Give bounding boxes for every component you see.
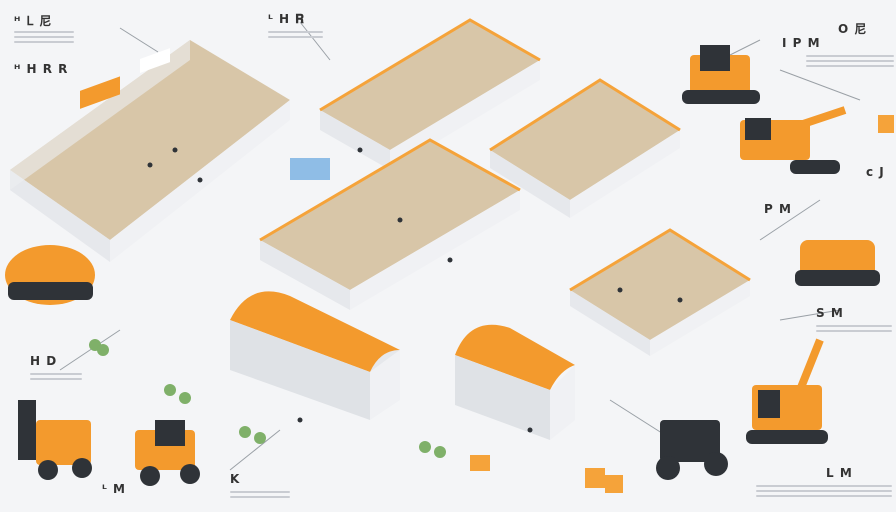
loader-right: [795, 240, 880, 286]
excavator-top-right: [682, 45, 760, 104]
label-top-left-sub: ᴴ 𝗛 𝗥 R: [14, 62, 69, 76]
label-left-mid-lines: [30, 370, 82, 383]
label-bottom-left: ᴸ M: [102, 482, 126, 496]
label-bottom-right: L M: [826, 466, 853, 480]
label-right-mid-lines: [816, 322, 892, 335]
label-right-mid-3: S M: [816, 306, 844, 320]
label-top-left-title: ᴴ 𝖫 尼: [14, 14, 53, 28]
excavator-bottom-right: [746, 338, 828, 444]
right-mid-building: [569, 228, 751, 356]
excavator-right: [740, 106, 847, 174]
label-top-right: O 尼: [838, 22, 868, 36]
label-top-center-lines: [268, 28, 323, 41]
label-right-mid-1: ᴄ J: [866, 165, 885, 179]
loader-left: [135, 420, 200, 486]
label-right-mid-2: P M: [764, 202, 792, 216]
right-top-building: [489, 78, 681, 218]
crates: [470, 115, 894, 493]
label-top-left-lines: [14, 28, 74, 46]
tractor-bottom: [656, 420, 728, 480]
center-building: [259, 138, 521, 310]
hangar-left: [230, 291, 400, 420]
label-top-right-sub: I P M: [782, 36, 821, 50]
label-bottom-right-lines: [756, 482, 892, 500]
label-bottom-center-lines: [230, 488, 290, 501]
workers: [147, 147, 683, 433]
callout-lines: [59, 21, 861, 471]
label-top-center: ᴸ 𝗛 𝐑: [268, 12, 305, 26]
hangar-right: [455, 324, 575, 440]
forklift-left: [18, 400, 92, 480]
bushes: [89, 339, 446, 458]
tank-vehicle: [5, 245, 95, 305]
label-bottom-center-left: K: [230, 472, 241, 486]
label-top-right-lines: [806, 52, 894, 70]
label-left-mid: H D: [30, 354, 58, 368]
